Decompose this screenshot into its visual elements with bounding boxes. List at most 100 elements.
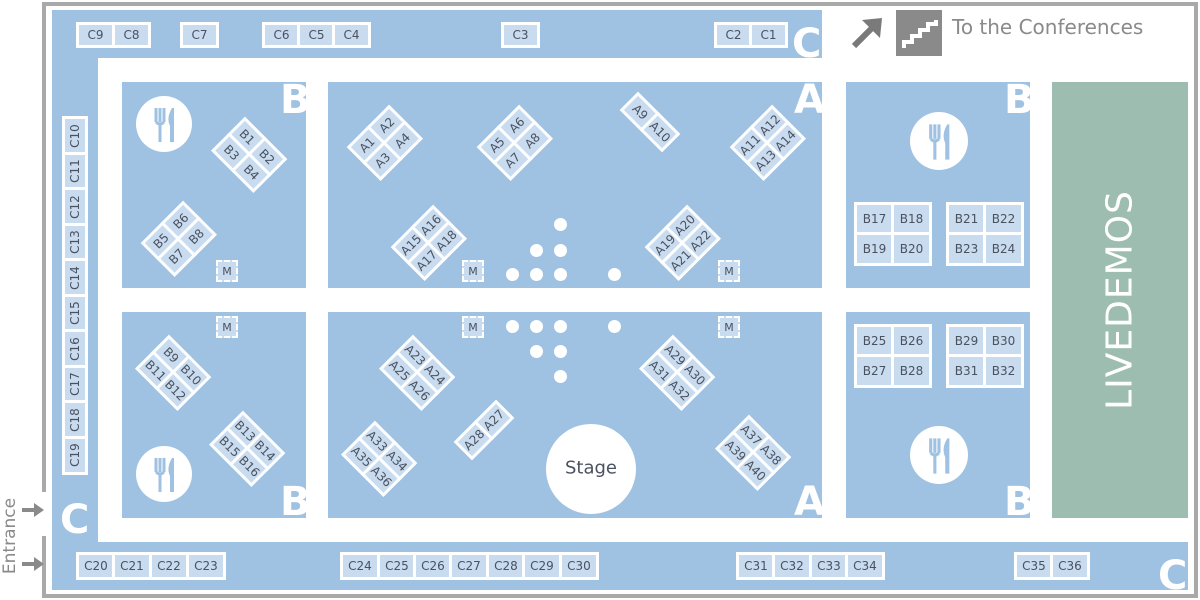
booth-c23[interactable]: C23: [186, 552, 226, 580]
booth-b23[interactable]: B23: [946, 232, 987, 266]
restaurant-icon: [136, 446, 192, 502]
restaurant-icon: [910, 112, 968, 170]
booth-c34[interactable]: C34: [845, 552, 885, 580]
zone-letter-b: B: [1004, 77, 1035, 123]
booth-c36[interactable]: C36: [1050, 552, 1090, 580]
booth-b27[interactable]: B27: [854, 354, 895, 388]
booth-c12[interactable]: C12: [62, 187, 88, 226]
arrow-up-right-icon[interactable]: [848, 12, 888, 52]
booth-b29[interactable]: B29: [946, 324, 987, 358]
booth-c29[interactable]: C29: [522, 552, 562, 580]
booth-label: C19: [68, 443, 82, 467]
booth-c20[interactable]: C20: [76, 552, 116, 580]
booth-b21[interactable]: B21: [946, 202, 987, 236]
frame-left-bottom: [42, 536, 46, 598]
booth-c28[interactable]: C28: [486, 552, 526, 580]
fork-knife-icon: [929, 438, 950, 474]
booth-b30[interactable]: B30: [983, 324, 1024, 358]
booth-label: C36: [1058, 559, 1082, 573]
booth-label: C27: [457, 559, 481, 573]
zone-a-top: [328, 82, 822, 288]
zone-letter-a: A: [794, 479, 825, 525]
booth-c26[interactable]: C26: [413, 552, 453, 580]
booth-c1[interactable]: C1: [749, 22, 788, 48]
booth-b32[interactable]: B32: [983, 354, 1024, 388]
booth-c6[interactable]: C6: [262, 22, 301, 48]
booth-c9[interactable]: C9: [76, 22, 115, 48]
conference-link[interactable]: To the Conferences: [952, 15, 1144, 39]
booth-c19[interactable]: C19: [62, 435, 88, 475]
booth-c5[interactable]: C5: [297, 22, 336, 48]
booth-b22[interactable]: B22: [983, 202, 1024, 236]
booth-label: B31: [954, 364, 979, 378]
booth-c8[interactable]: C8: [112, 22, 151, 48]
booth-label: C4: [343, 28, 360, 42]
booth-c3[interactable]: C3: [501, 22, 540, 48]
booth-c11[interactable]: C11: [62, 151, 88, 191]
fork-knife-icon: [154, 458, 174, 492]
booth-label: C1: [760, 28, 777, 42]
seat-dot: [608, 320, 621, 333]
booth-c21[interactable]: C21: [112, 552, 152, 580]
booth-c10[interactable]: C10: [62, 116, 88, 155]
booth-c33[interactable]: C33: [809, 552, 849, 580]
booth-label: C6: [273, 28, 290, 42]
booth-label: B29: [954, 334, 979, 348]
booth-label: B18: [899, 212, 924, 226]
seat-dot: [554, 268, 567, 281]
booth-c4[interactable]: C4: [332, 22, 371, 48]
booth-label: C30: [567, 559, 591, 573]
booth-c13[interactable]: C13: [62, 222, 88, 262]
zone-letter-b: B: [280, 77, 311, 123]
booth-c35[interactable]: C35: [1014, 552, 1054, 580]
booth-label: C5: [308, 28, 325, 42]
booth-b24[interactable]: B24: [983, 232, 1024, 266]
booth-b28[interactable]: B28: [891, 354, 932, 388]
booth-label: C32: [780, 559, 804, 573]
booth-c17[interactable]: C17: [62, 364, 88, 404]
booth-label: C33: [817, 559, 841, 573]
booth-label: B26: [899, 334, 924, 348]
booth-c27[interactable]: C27: [449, 552, 489, 580]
zone-letter-c: C: [1158, 553, 1188, 599]
booth-label: C24: [348, 559, 372, 573]
booth-c22[interactable]: C22: [149, 552, 189, 580]
booth-b25[interactable]: B25: [854, 324, 895, 358]
booth-c25[interactable]: C25: [377, 552, 417, 580]
booth-label: C20: [84, 559, 108, 573]
meeting-point-marker: M: [216, 316, 238, 338]
booth-label: B21: [954, 212, 979, 226]
booth-c2[interactable]: C2: [714, 22, 753, 48]
booth-c18[interactable]: C18: [62, 400, 88, 439]
booth-label: C11: [68, 159, 82, 183]
booth-b19[interactable]: B19: [854, 232, 895, 266]
frame-bottom: [42, 594, 1198, 598]
booth-label: A8: [521, 130, 544, 152]
booth-c32[interactable]: C32: [772, 552, 812, 580]
booth-label: A4: [391, 130, 414, 152]
booth-label: A7: [502, 149, 524, 172]
booth-label: B3: [220, 142, 243, 164]
booth-c14[interactable]: C14: [62, 258, 88, 297]
booth-label: B4: [240, 161, 262, 184]
booth-c24[interactable]: C24: [340, 552, 380, 580]
booth-b17[interactable]: B17: [854, 202, 895, 236]
booth-c15[interactable]: C15: [62, 293, 88, 333]
booth-b18[interactable]: B18: [891, 202, 932, 236]
booth-c31[interactable]: C31: [736, 552, 776, 580]
booth-label: C17: [68, 372, 82, 396]
booth-label: C15: [68, 301, 82, 325]
booth-b31[interactable]: B31: [946, 354, 987, 388]
booth-c7[interactable]: C7: [180, 22, 219, 48]
booth-label: C8: [123, 28, 140, 42]
booth-label: B25: [862, 334, 887, 348]
booth-c16[interactable]: C16: [62, 329, 88, 368]
booth-c30[interactable]: C30: [559, 552, 599, 580]
stairs-icon[interactable]: [896, 10, 942, 56]
seat-dot: [554, 345, 567, 358]
booth-b20[interactable]: B20: [891, 232, 932, 266]
booth-b26[interactable]: B26: [891, 324, 932, 358]
booth-label: B28: [899, 364, 924, 378]
entrance-label: Entrance: [0, 497, 20, 575]
booth-label: C29: [530, 559, 554, 573]
